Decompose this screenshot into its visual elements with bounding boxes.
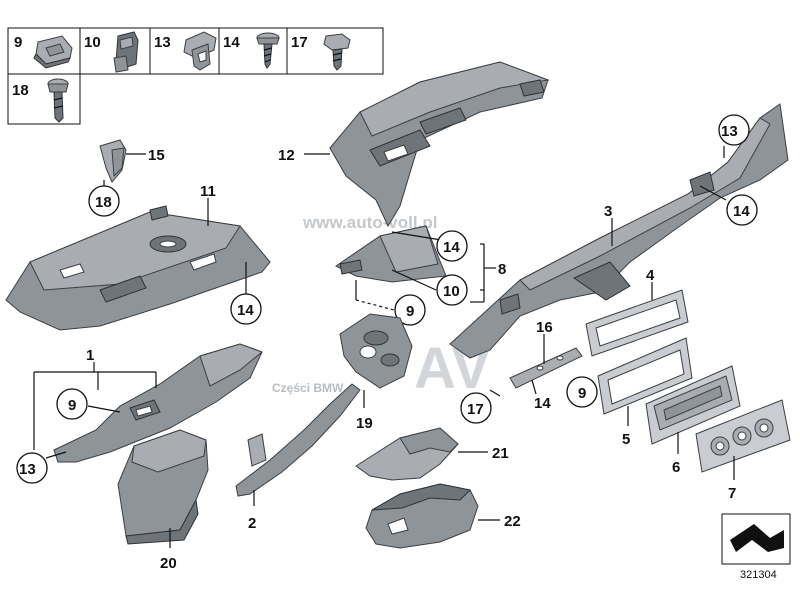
callout-9c-circle bbox=[56, 388, 88, 420]
callout-14d: 14 bbox=[534, 395, 551, 412]
callout-21: 21 bbox=[492, 445, 509, 462]
callout-9b: 9 bbox=[578, 385, 586, 402]
legend-label-9: 9 bbox=[14, 34, 22, 51]
callout-14a: 14 bbox=[237, 302, 254, 319]
part-2-curved-trim bbox=[235, 383, 361, 497]
callout-14a-circle bbox=[230, 293, 262, 325]
callout-9b-circle bbox=[566, 376, 598, 408]
part-21-column-cover bbox=[355, 427, 459, 481]
callout-17-circle bbox=[460, 392, 492, 424]
callout-11: 11 bbox=[200, 183, 216, 200]
callout-13a-circle bbox=[718, 114, 750, 146]
part-5-frame bbox=[597, 337, 693, 415]
legend-label-17: 17 bbox=[291, 34, 308, 51]
callout-22: 22 bbox=[504, 513, 521, 530]
part-8-bracket bbox=[335, 225, 447, 283]
callout-18: 18 bbox=[95, 194, 112, 211]
callout-1: 1 bbox=[86, 347, 94, 364]
callout-16: 16 bbox=[536, 319, 553, 336]
bolt-icon bbox=[47, 78, 69, 123]
callout-10-circle bbox=[436, 274, 468, 306]
legend-label-13: 13 bbox=[154, 34, 171, 51]
callout-10: 10 bbox=[443, 283, 460, 300]
legend-label-14: 14 bbox=[223, 34, 240, 51]
callout-5: 5 bbox=[622, 431, 630, 448]
legend-row-2-frame bbox=[7, 73, 81, 125]
legend-grid: 9 10 13 14 17 18 bbox=[7, 27, 384, 125]
legend-label-10: 10 bbox=[84, 34, 101, 51]
callout-4: 4 bbox=[646, 267, 655, 284]
clip-icon bbox=[113, 31, 139, 73]
watermark-site: www.auto-voll.pl bbox=[302, 213, 437, 232]
callout-13b-circle bbox=[16, 452, 48, 484]
part-1-trim-panel bbox=[53, 343, 263, 463]
retainer-clip-icon bbox=[183, 31, 217, 71]
part-7-dial-panel bbox=[695, 399, 791, 473]
callout-8: 8 bbox=[498, 261, 506, 278]
callout-9a-circle bbox=[394, 294, 426, 326]
diagram-number: 321304 bbox=[740, 569, 777, 581]
callout-14b-circle bbox=[436, 230, 468, 262]
legend-label-18: 18 bbox=[12, 82, 29, 99]
hex-screw-icon bbox=[323, 33, 351, 71]
callout-12: 12 bbox=[278, 147, 295, 164]
screw-icon bbox=[256, 32, 280, 69]
part-4-frame bbox=[585, 289, 689, 357]
part-6-control-panel bbox=[645, 365, 741, 445]
part-15-bracket bbox=[99, 139, 127, 183]
part-22-column-housing bbox=[365, 483, 479, 549]
callout-7: 7 bbox=[728, 485, 736, 502]
callout-9c: 9 bbox=[68, 397, 76, 414]
callout-14c: 14 bbox=[733, 203, 750, 220]
callout-13a: 13 bbox=[721, 123, 738, 140]
callout-3: 3 bbox=[604, 203, 612, 220]
part-11-lower-panel bbox=[5, 205, 271, 331]
callout-17: 17 bbox=[467, 401, 484, 418]
callout-2: 2 bbox=[248, 515, 256, 532]
callout-14b: 14 bbox=[443, 239, 460, 256]
legend-row-1-frame bbox=[7, 27, 384, 75]
clip-nut-icon bbox=[33, 35, 73, 69]
callout-6: 6 bbox=[672, 459, 680, 476]
callout-15: 15 bbox=[148, 147, 165, 164]
part-16-strip bbox=[509, 347, 583, 389]
callout-20: 20 bbox=[160, 555, 177, 572]
direction-icon bbox=[721, 513, 791, 565]
callout-14c-circle bbox=[726, 194, 758, 226]
callout-19: 19 bbox=[356, 415, 373, 432]
callout-18-circle bbox=[88, 185, 120, 217]
callout-9a: 9 bbox=[406, 303, 414, 320]
part-20-storage-box bbox=[117, 429, 209, 545]
part-12-upper-panel bbox=[329, 61, 550, 228]
part-19-steering-shroud bbox=[339, 313, 413, 389]
part-3-long-trim bbox=[449, 103, 789, 359]
watermark-caption: Części BMW bbox=[272, 381, 344, 395]
callout-13b: 13 bbox=[19, 461, 36, 478]
